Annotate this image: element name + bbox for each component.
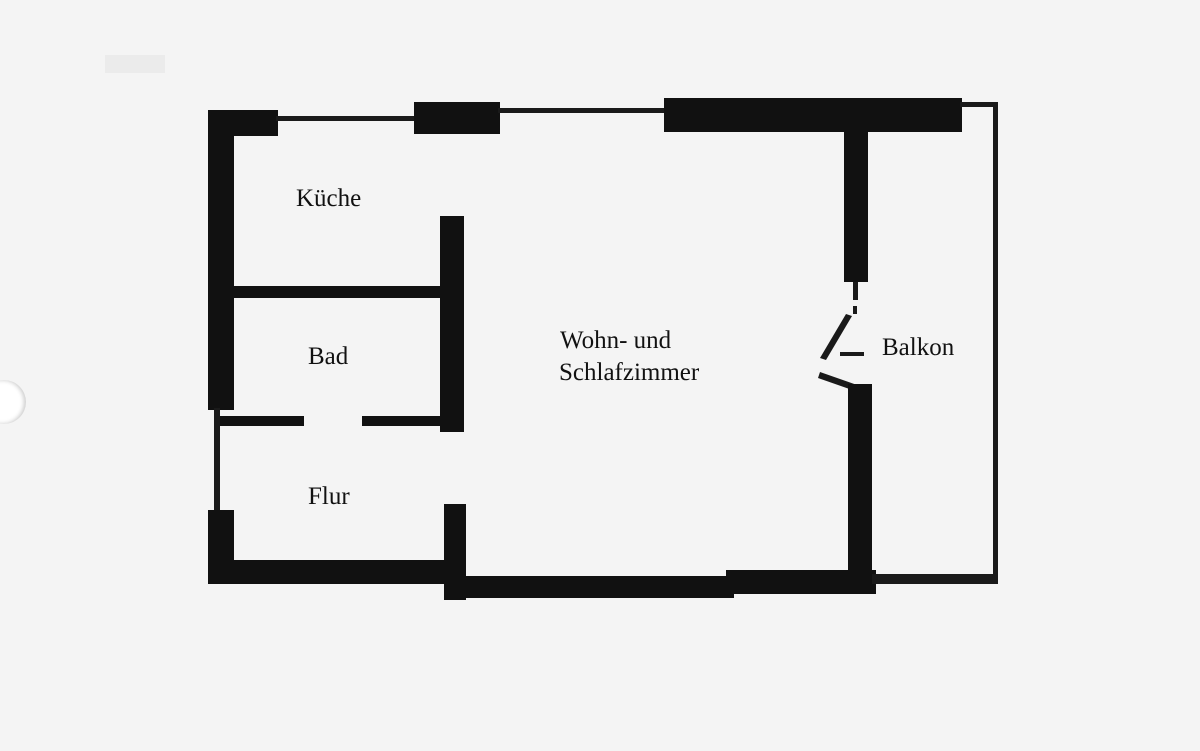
bottom-wall-mid [444, 576, 734, 598]
balcony-wall-bottom [848, 384, 872, 576]
top-wall-right [664, 98, 962, 132]
label-kitchen: Küche [296, 185, 362, 212]
label-balcony: Balkon [882, 334, 955, 361]
label-living-line1: Wohn- und [560, 327, 672, 354]
balcony-door-leaf-1 [820, 314, 852, 360]
label-bathroom: Bad [308, 343, 349, 370]
balcony-rail-right [993, 102, 998, 584]
bath-bottom-stub-right [362, 416, 448, 426]
kitchen-bath-wall [220, 286, 446, 298]
bath-bottom-stub-left [220, 416, 304, 426]
label-hallway: Flur [308, 483, 350, 510]
bath-right-wall [440, 216, 464, 432]
label-living-line2: Schlafzimmer [559, 359, 700, 386]
balcony-rail-bottom [872, 578, 998, 584]
balcony-door-sill [840, 352, 864, 356]
balcony-wall-top [844, 110, 868, 282]
top-window-2 [498, 108, 664, 113]
top-wall-mid [414, 102, 500, 134]
balcony-rail-top [960, 102, 998, 107]
top-window-1 [276, 116, 416, 121]
left-wall-thin [214, 408, 220, 512]
bottom-wall-left [208, 560, 448, 584]
left-wall [208, 110, 234, 410]
balcony-dash-1 [853, 282, 858, 300]
balcony-dash-2 [853, 306, 857, 314]
